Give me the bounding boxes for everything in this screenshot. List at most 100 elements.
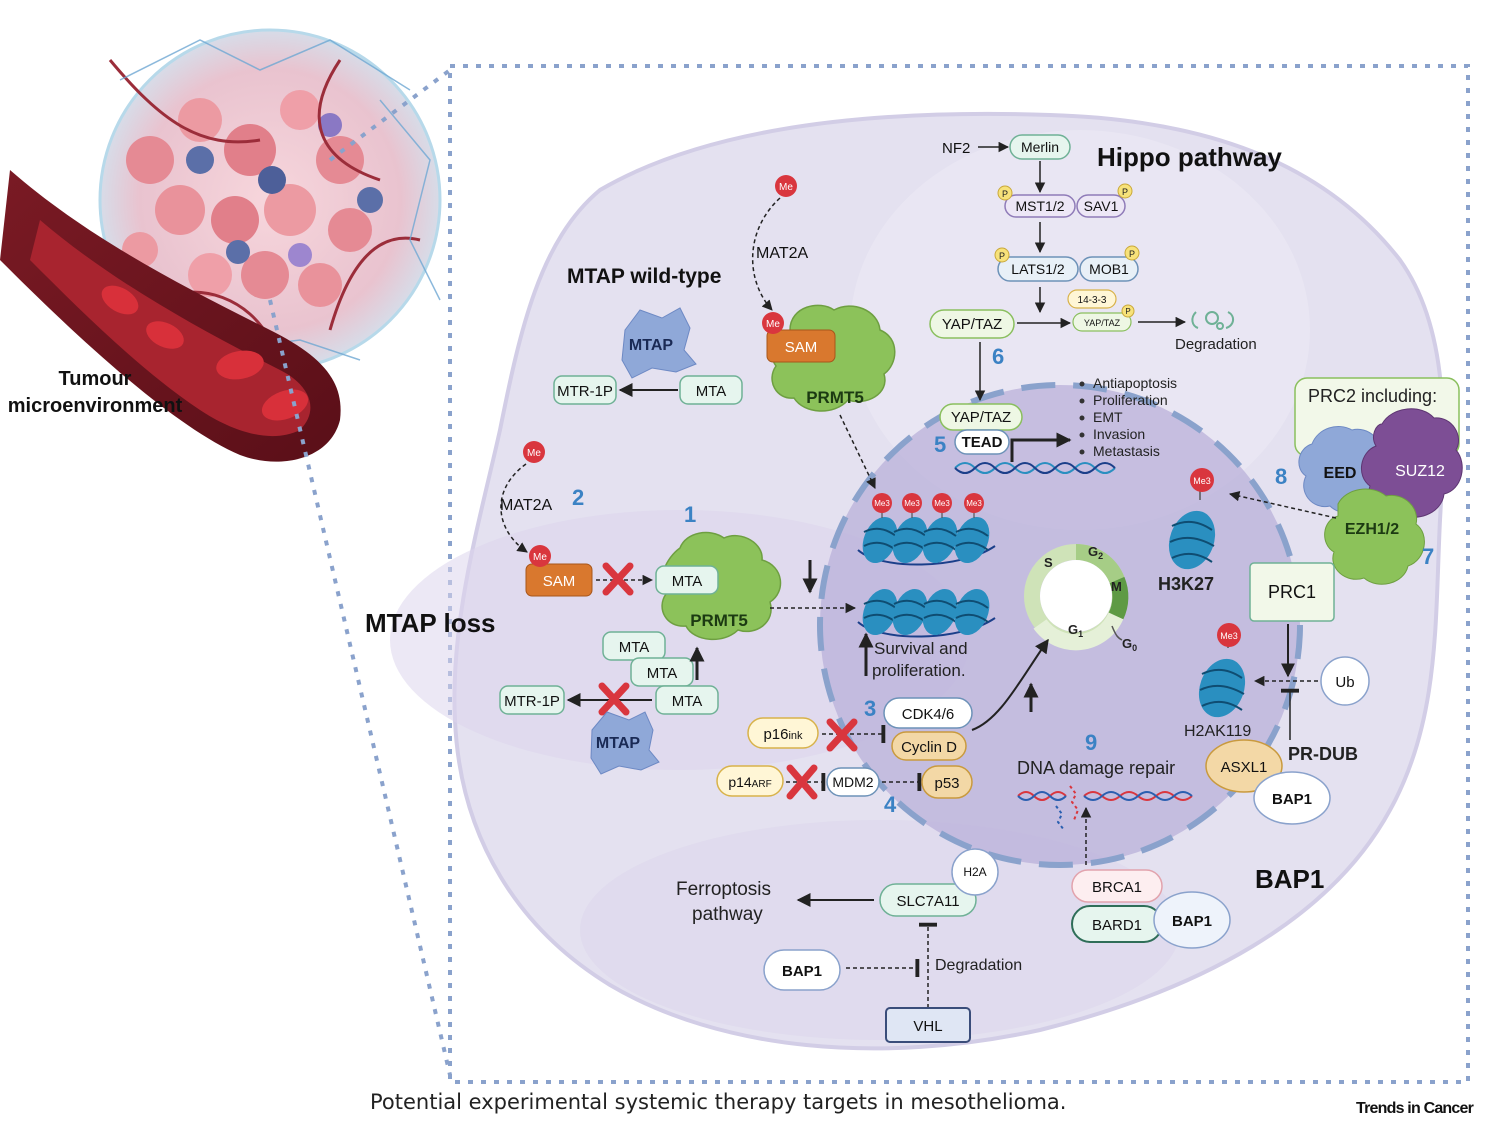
diagram-canvas: Tumour microenvironment MTAP wild-type M… — [0, 28, 1470, 1084]
target-number-8: 8 — [1275, 464, 1287, 489]
trimethyl-label: Me3 — [904, 499, 920, 508]
mta-bound-label: MTA — [672, 573, 703, 590]
nucleosome: Me3 — [954, 493, 990, 564]
suz12-subunit — [1361, 408, 1463, 518]
hippo-outcomes-list: AntiapoptosisProliferationEMTInvasionMet… — [1079, 375, 1177, 459]
ub-node — [1320, 656, 1370, 706]
methyl-label: Me — [779, 182, 793, 193]
methyl-label: Me — [766, 319, 780, 330]
red-blood-cells — [101, 285, 309, 421]
merlin-node — [1009, 134, 1071, 160]
slc7a11-node — [879, 883, 977, 917]
yaptaz-nuclear-label: YAP/TAZ — [951, 409, 1011, 426]
h2ak119-label: H2AK119 — [1184, 723, 1251, 740]
p53-label: p53 — [934, 775, 959, 792]
p53-node — [921, 765, 973, 799]
nucleosome: Me3 — [892, 493, 928, 564]
nucleosomes-unmethylated — [857, 588, 996, 638]
vhl-label: VHL — [913, 1018, 942, 1035]
mtap-bottom-label: MTAP — [596, 735, 640, 752]
bap1-dub-node — [1253, 771, 1331, 825]
prmt5-top-label: PRMT5 — [806, 388, 864, 407]
mtap-wildtype-title: MTAP wild-type — [567, 265, 721, 288]
h2a-node — [951, 848, 999, 896]
mtap-loss-title: MTAP loss — [365, 608, 496, 638]
suz12-label: SUZ12 — [1395, 463, 1445, 480]
outcome-bullet — [1079, 398, 1085, 404]
dna-helix-tead — [954, 462, 1116, 474]
h3k27-label: H3K27 — [1158, 574, 1214, 594]
phospho-mark: P — [999, 251, 1005, 261]
sam-top-label: SAM — [785, 339, 818, 356]
dna-damage-repair: 9 DNA damage repair BRCA1 BARD1 BAP1 — [1017, 730, 1231, 949]
cell-cycle: S G2 M G1 G0 — [1024, 544, 1137, 653]
h3k27-nucleosome: Me3 — [1168, 468, 1216, 570]
mta-stack-c — [655, 685, 719, 715]
sam-left-node — [525, 563, 593, 597]
phospho-mark: P — [1122, 187, 1128, 197]
mtap-enzyme-top: MTAP — [621, 307, 697, 379]
ferroptosis-zone — [580, 820, 1180, 1040]
prmt5-mid-enzyme: PRMT5 — [661, 531, 782, 641]
nuclear-envelope — [817, 382, 1303, 868]
mob1-label: MOB1 — [1089, 261, 1129, 277]
outcome-item: Proliferation — [1093, 392, 1168, 408]
degradation-fragments-icon — [1191, 311, 1234, 330]
phospho-mark: P — [1125, 307, 1130, 316]
zoom-connectors — [268, 68, 452, 1076]
cdk46-label: CDK4/6 — [902, 706, 955, 723]
sav1-node — [1076, 194, 1126, 218]
bap1-brca-label: BAP1 — [1172, 913, 1212, 930]
bap1-brca-node — [1153, 891, 1231, 949]
mta-top-label: MTA — [696, 383, 727, 400]
polycomb-complexes: PRC2 including: EED SUZ12 EZH1/2 8 7 Me3… — [1158, 377, 1463, 825]
p1433-node — [1067, 289, 1117, 309]
p1433-label: 14-3-3 — [1078, 295, 1107, 306]
phase-m: M — [1111, 579, 1122, 594]
ferroptosis-pathway: Ferroptosis pathway SLC7A11 H2A BAP1 Deg… — [676, 848, 1022, 1043]
bap1-title: BAP1 — [1255, 864, 1324, 894]
dna-helix-broken — [1017, 785, 1193, 831]
outcome-item: Antiapoptosis — [1093, 375, 1177, 391]
prc1-label: PRC1 — [1268, 582, 1316, 602]
mdm2-node — [826, 767, 880, 797]
trimethyl-label: Me3 — [966, 499, 982, 508]
trimethyl-label: Me3 — [1220, 631, 1238, 641]
nucleosome: Me3 — [862, 493, 898, 564]
p14-label: p14ARF — [728, 774, 771, 790]
prc1-node — [1249, 562, 1335, 622]
yaptaz-label: YAP/TAZ — [942, 316, 1002, 333]
target-number-7: 7 — [1422, 544, 1434, 569]
mtap-loss-pathway: Me MAT2A 2 SAM Me PRMT5 1 MTA MTA MTA MT… — [499, 441, 857, 775]
target-number-3: 3 — [864, 696, 876, 721]
asxl1-label: ASXL1 — [1221, 759, 1268, 776]
bap1-dub-label: BAP1 — [1272, 791, 1312, 808]
phospho-mark: P — [1129, 249, 1135, 259]
nf2-label: NF2 — [942, 140, 970, 157]
inhibit-cross-p16 — [826, 718, 858, 752]
mtap-top-label: MTAP — [629, 337, 673, 354]
brca1-node — [1071, 869, 1163, 903]
tme-label-line2: microenvironment — [8, 395, 183, 417]
zoom-frame — [448, 64, 1470, 1084]
mtap-enzyme-bottom: MTAP — [590, 711, 660, 775]
mtr1p-bottom-node — [499, 685, 565, 715]
inhibit-cross-sam — [602, 562, 634, 596]
target-number-4: 4 — [884, 792, 897, 817]
sav1-label: SAV1 — [1084, 198, 1119, 214]
inhibit-cross-mtap — [598, 682, 630, 716]
methyl-label: Me — [533, 552, 547, 563]
mst-label: MST1/2 — [1015, 198, 1064, 214]
nucleosome — [862, 588, 898, 636]
target-number-6: 6 — [992, 344, 1004, 369]
lats-node — [997, 256, 1079, 282]
prc2-title: PRC2 including: — [1308, 386, 1437, 406]
outcome-bullet — [1079, 381, 1085, 387]
mtr1p-top-node — [553, 375, 617, 405]
dna-repair-label: DNA damage repair — [1017, 758, 1175, 778]
mat2a-left-label: MAT2A — [500, 497, 552, 514]
trimethyl-mark — [872, 493, 892, 513]
mta-stack-c-label: MTA — [672, 693, 703, 710]
nucleosome — [954, 588, 990, 636]
